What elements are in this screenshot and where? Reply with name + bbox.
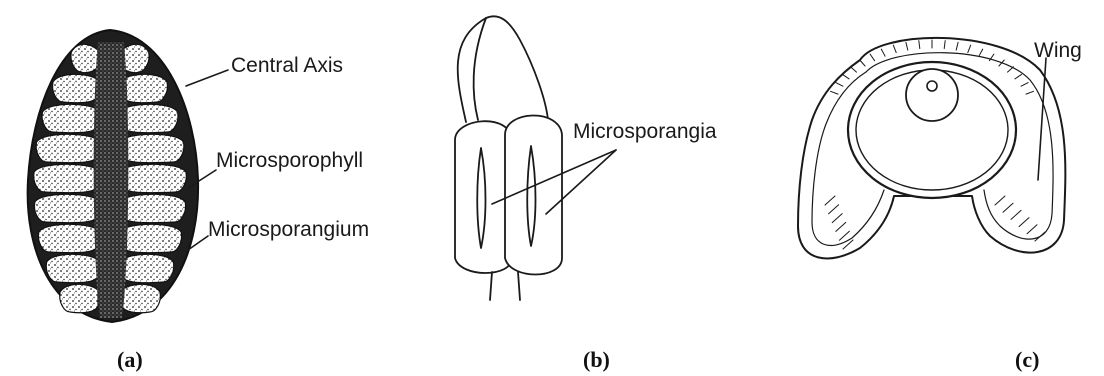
microsporophyll-illustration (455, 16, 562, 300)
sporophyll-lobe (34, 194, 98, 223)
sporophyll-lobe (46, 254, 98, 283)
wing-tick (893, 45, 896, 52)
sporophyll-lobe (122, 254, 174, 283)
caption-b: (b) (583, 347, 610, 372)
wing-tick (944, 41, 945, 49)
sporophyll-lobe (122, 194, 186, 223)
wing-tick (831, 91, 839, 94)
caption-c: (c) (1015, 347, 1039, 372)
label-microsporangia: Microsporangia (573, 120, 717, 143)
wing-tick (906, 42, 908, 50)
male-cone-illustration (28, 30, 198, 322)
wing-tick (1026, 91, 1034, 94)
wing-tick (843, 240, 853, 249)
sporophyll-lobe (53, 74, 98, 103)
wing-tick (881, 49, 885, 56)
sporophyll-lobe (60, 284, 98, 313)
sporophyll-lobe (34, 164, 98, 193)
sporophyll-lobe (122, 134, 184, 163)
wing-tick (1011, 210, 1021, 219)
wing-tick (956, 42, 958, 50)
label-central-axis: Central Axis (231, 54, 343, 77)
leader-wing (1038, 58, 1046, 180)
sporophyll-lobe (38, 224, 98, 253)
wing-tick (1027, 225, 1037, 234)
wing-tick (851, 67, 857, 72)
sporophyll-lobe (42, 104, 98, 133)
wing-tick (1008, 67, 1014, 72)
label-microsporophyll: Microsporophyll (216, 149, 363, 172)
sporophyll-lobe (122, 104, 178, 133)
label-wing: Wing (1034, 39, 1082, 62)
label-microsporangium: Microsporangium (208, 218, 369, 241)
wing-tick (825, 196, 835, 205)
wing-tick (919, 41, 920, 49)
caption-a: (a) (117, 347, 143, 372)
wing-tick (836, 222, 846, 231)
wing-tick (1003, 203, 1013, 212)
wing-tick (832, 214, 842, 223)
sporophyll-lobe (36, 134, 98, 163)
sporophyll-lobe (122, 224, 182, 253)
wing-tick (843, 74, 850, 79)
wing-tick (1015, 74, 1022, 79)
sporophyll-lobe (71, 44, 98, 73)
wing-tick (860, 60, 865, 66)
wing-tick (979, 49, 983, 56)
wing-tick (870, 54, 875, 61)
sporophyll-lobe (122, 44, 149, 73)
wing-tick (1019, 218, 1029, 227)
wing-tick (836, 83, 843, 87)
wing-tick (1035, 232, 1045, 241)
sporophyll-lobe (122, 164, 186, 193)
wing-tick (839, 231, 849, 240)
sporophyll-lobe (122, 284, 160, 313)
sporophyll-lobe (122, 74, 167, 103)
wing-tick (968, 45, 971, 52)
wing-tick (829, 205, 839, 214)
pollen-grain-illustration (798, 38, 1065, 259)
leader-central-axis (186, 70, 228, 86)
wing-tick (1021, 83, 1028, 87)
wing-tick (995, 196, 1005, 205)
